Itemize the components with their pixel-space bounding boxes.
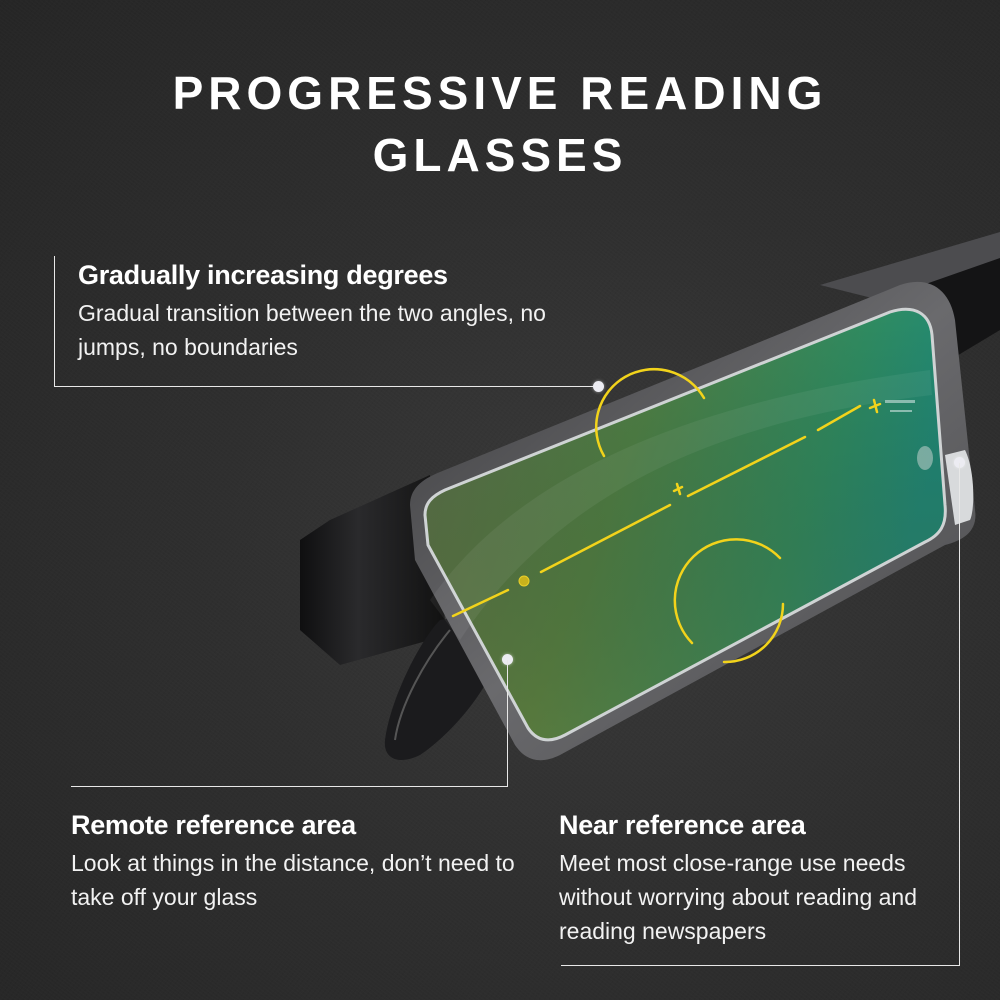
callout-line-vertical <box>959 463 960 965</box>
top-arc-icon <box>594 367 706 458</box>
near-circle-icon <box>673 538 782 645</box>
callout-gradual-degrees: Gradually increasing degrees Gradual tra… <box>78 258 548 364</box>
callout-line-horizontal <box>54 386 598 387</box>
temple-arm-left <box>300 475 445 665</box>
callout-heading: Near reference area <box>559 810 806 840</box>
callout-body: Meet most close-range use needs without … <box>559 850 918 944</box>
callout-line-vertical <box>54 256 55 386</box>
callout-body: Look at things in the distance, don’t ne… <box>71 850 515 910</box>
lens-markers <box>451 367 882 664</box>
callout-heading: Gradually increasing degrees <box>78 260 448 290</box>
callout-heading: Remote reference area <box>71 810 356 840</box>
title-line-1: PROGRESSIVE READING <box>172 67 828 119</box>
crosshair-icon <box>672 482 684 496</box>
callout-line-horizontal <box>71 786 508 787</box>
center-dot-icon <box>518 575 530 587</box>
title-line-2: GLASSES <box>372 129 628 181</box>
callout-body: Gradual transition between the two angle… <box>78 300 546 360</box>
callout-dot-remote <box>502 654 513 665</box>
callout-remote-reference: Remote reference area Look at things in … <box>71 808 541 914</box>
callout-near-reference: Near reference area Meet most close-rang… <box>559 808 959 948</box>
callout-dot-near <box>954 457 965 468</box>
callout-dot-gradual <box>593 381 604 392</box>
callout-line-horizontal <box>561 965 960 966</box>
page-title: PROGRESSIVE READING GLASSES <box>0 62 1000 186</box>
callout-line-vertical <box>507 660 508 786</box>
